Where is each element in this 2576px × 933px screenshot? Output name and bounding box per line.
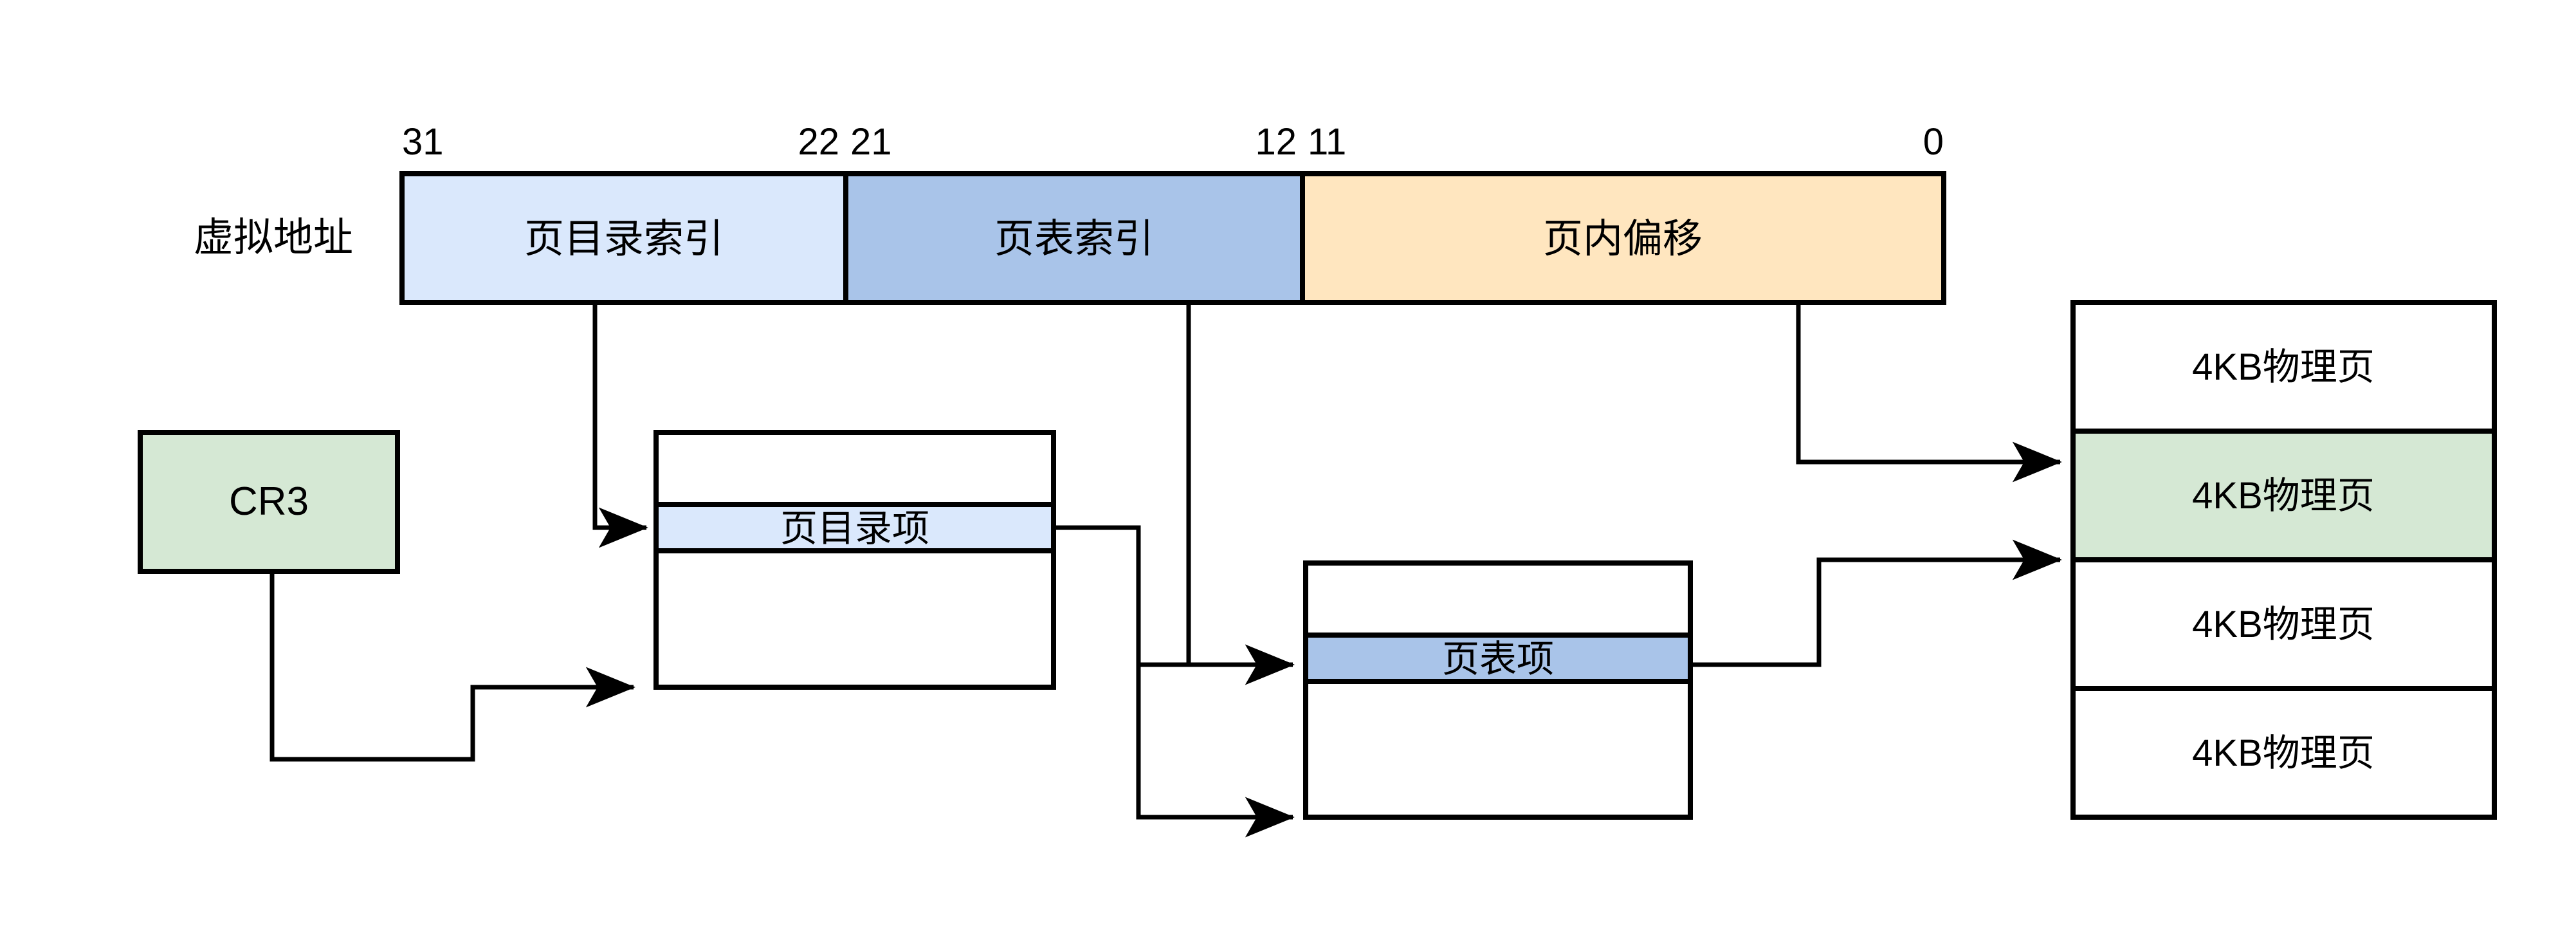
physical-page-2-label: 4KB物理页	[2192, 604, 2375, 645]
bit-label-31: 31	[402, 121, 444, 163]
page-table: 页表项	[1303, 560, 1693, 820]
page-directory-row-empty-bottom[interactable]	[653, 548, 1056, 690]
bit-label-12: 12	[1255, 121, 1297, 163]
bit-label-22: 22	[798, 121, 839, 163]
bit-label-11: 11	[1308, 121, 1346, 163]
physical-memory-table: 4KB物理页 4KB物理页 4KB物理页 4KB物理页	[2070, 300, 2497, 820]
segment-page-offset[interactable]	[1300, 171, 1946, 305]
physical-page-1-label: 4KB物理页	[2192, 475, 2375, 517]
page-directory-entry-label: 页目录项	[780, 508, 929, 550]
bit-label-21: 21	[850, 121, 892, 163]
page-table-entry-label: 页表项	[1442, 638, 1554, 680]
connector-cr3-to-page-directory	[269, 571, 635, 762]
page-directory-row-empty-top[interactable]	[653, 430, 1056, 507]
page-table-entry-row[interactable]	[1303, 633, 1693, 684]
physical-page-3[interactable]	[2070, 686, 2497, 820]
physical-page-3-label: 4KB物理页	[2192, 732, 2375, 774]
physical-page-0-label: 4KB物理页	[2192, 346, 2375, 388]
connector-offset-to-physical-page	[1796, 302, 2062, 483]
page-table-row-empty-top[interactable]	[1303, 560, 1693, 638]
connector-pde-to-page-table	[1054, 525, 1295, 685]
connector-pte-to-physical-page	[1690, 539, 2062, 667]
connector-ptindex-to-pte	[1186, 302, 1295, 685]
connector-pdindex-to-pde	[592, 302, 648, 548]
cr3-box[interactable]: CR3	[138, 430, 400, 574]
segment-page-directory-index[interactable]	[399, 171, 848, 305]
segment-label-page-offset: 页内偏移	[1543, 217, 1703, 261]
page-table-row-empty-bottom[interactable]	[1303, 679, 1693, 820]
page-directory-table: 页目录项	[653, 430, 1056, 690]
cr3-rect[interactable]	[138, 430, 400, 574]
cr3-label: CR3	[229, 479, 309, 524]
virtual-address-bar: 页目录索引 页表索引 页内偏移	[399, 171, 1946, 305]
bit-marker-group: 31 22 21 12 11 0	[402, 121, 1944, 163]
virtual-address-label: 虚拟地址	[194, 216, 353, 260]
segment-label-page-table-index: 页表索引	[994, 217, 1154, 261]
segment-page-table-index[interactable]	[843, 171, 1305, 305]
bit-label-0: 0	[1923, 121, 1944, 163]
segment-label-page-directory-index: 页目录索引	[524, 217, 724, 261]
physical-page-1[interactable]	[2070, 429, 2497, 562]
connector-pde-to-page-table-bottom	[1136, 665, 1295, 838]
